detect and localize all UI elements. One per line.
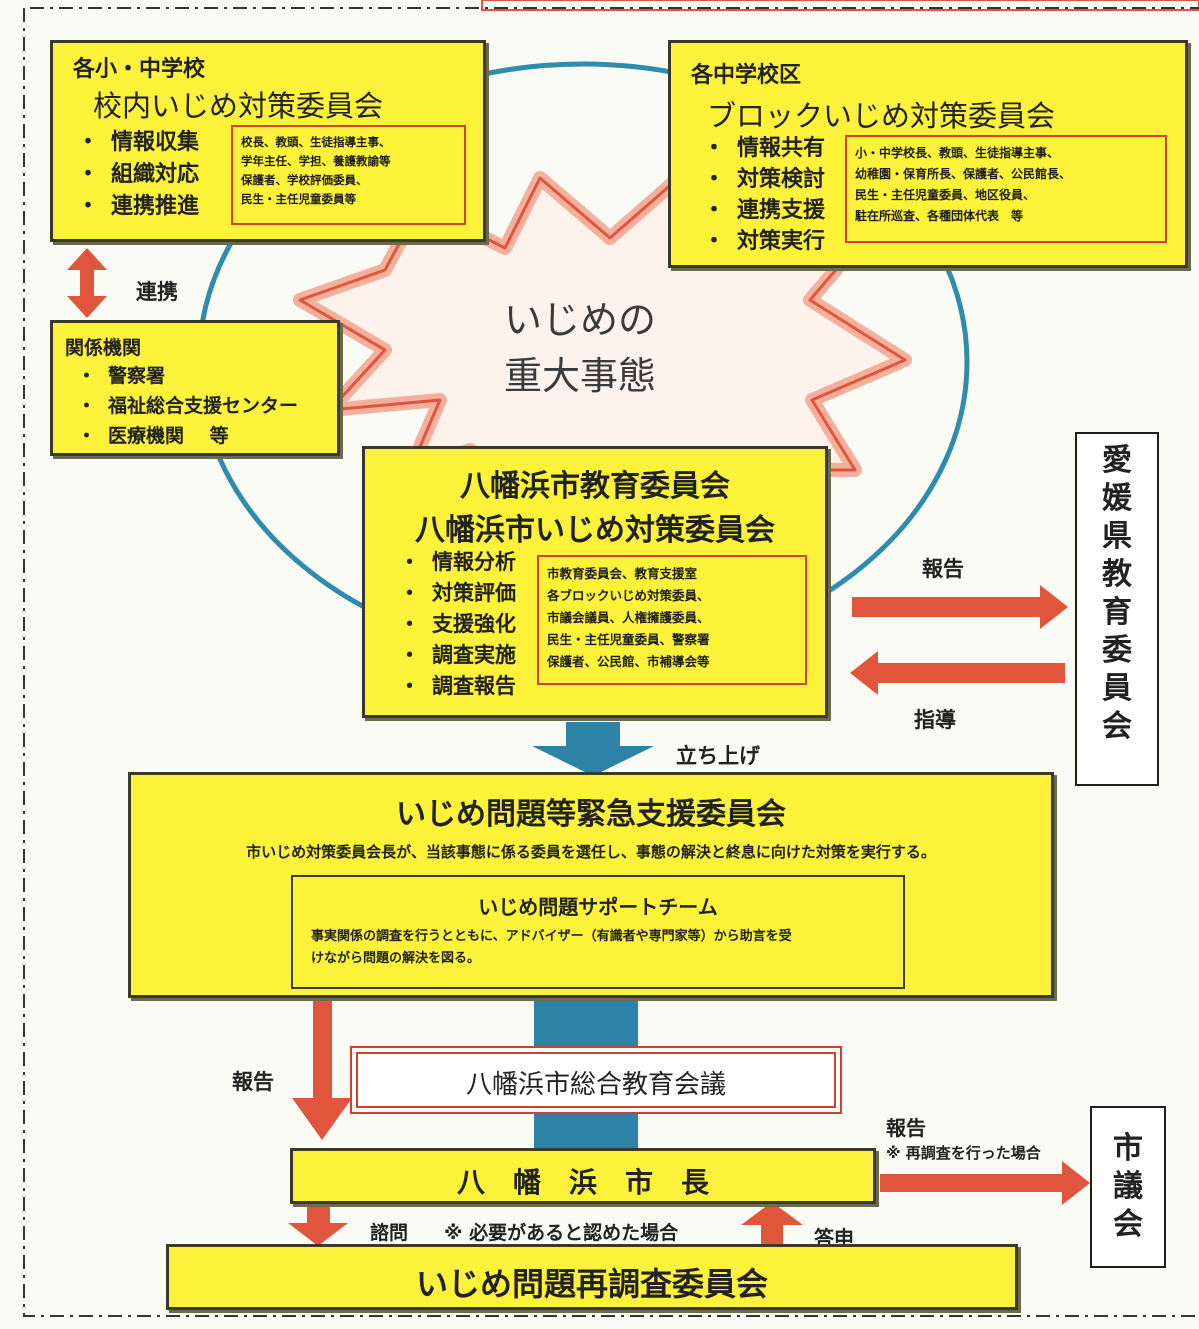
block-header: 各中学校区 [691,63,802,88]
report-arrow-right [852,585,1068,629]
school-header: 各小・中学校 [73,57,206,82]
city-task: 支援強化 [399,609,516,640]
mayor-label: 八 幡 浜 市 長 [456,1166,709,1199]
school-members-box: 校長、教頭、生徒指導主事、 学年主任、学担、養護教諭等 保護者、学校評価委員、 … [231,125,466,225]
school-committee-box: 各小・中学校 校内いじめ対策委員会 情報収集 組織対応 連携推進 校長、教頭、生… [50,40,486,242]
mayor-box: 八 幡 浜 市 長 [290,1148,876,1204]
agencies-list: 警察署 福祉総合支援センター 医療機関 等 [77,361,298,451]
consult-note: ※ 必要があると認めた場合 [444,1222,679,1244]
crisis-text-line2: 重大事態 [503,354,656,398]
general-education-council-box: 八幡浜市総合教育会議 [350,1046,842,1114]
launch-arrow-down [532,722,654,776]
council-report-label: 報告 [886,1116,926,1140]
city-council-label: 市議会 [1113,1131,1143,1242]
school-committee-title: 校内いじめ対策委員会 [93,89,384,123]
emergency-title: いじめ問題等緊急支援委員会 [396,797,786,832]
support-team-desc-line1: 事実関係の調査を行うとともに、アドバイザー（有識者や専門家等）から助言を受 [311,929,792,944]
city-council-box: 市議会 [1090,1106,1166,1268]
answer-arrow-up [741,1202,803,1250]
launch-label: 立ち上げ [676,744,760,768]
dashed-frame [23,7,1199,1317]
school-task: 情報収集 [77,127,199,159]
related-agencies-box: 関係機関 警察署 福祉総合支援センター 医療機関 等 [50,320,340,456]
block-task: 対策検討 [703,164,825,195]
city-members-box: 市教育委員会、教育支援室 各ブロックいじめ対策委員、 市議会議員、人権擁護委員、… [537,555,807,685]
support-team-desc-line2: けながら問題の解決を図る。 [311,951,481,966]
block-task: 対策実行 [703,226,825,257]
city-committee-title: 八幡浜市いじめ対策委員会 [415,513,775,548]
reinvestigation-title: いじめ問題再調査委員会 [415,1265,768,1303]
report-label: 報告 [922,557,964,581]
city-task: 調査報告 [399,671,516,702]
block-committee-box: 各中学校区 ブロックいじめ対策委員会 情報共有 対策検討 連携支援 対策実行 小… [668,40,1188,268]
liaison-double-arrow [67,248,107,318]
prefecture-board-box: 愛媛県教育委員会 [1075,432,1159,786]
city-board-box: 八幡浜市教育委員会 八幡浜市いじめ対策委員会 情報分析 対策評価 支援強化 調査… [362,446,828,718]
agency-item: 福祉総合支援センター [77,391,298,421]
city-board-title: 八幡浜市教育委員会 [460,469,730,504]
crisis-text: いじめの 重大事態 [470,292,690,404]
block-members-box: 小・中学校長、教頭、生徒指導主事、 幼稚園・保育所長、保護者、公民館長、 民生・… [845,135,1167,243]
city-task: 調査実施 [399,640,516,671]
prefecture-board-label: 愛媛県教育委員会 [1102,443,1132,744]
school-task: 組織対応 [77,159,199,191]
block-committee-title: ブロックいじめ対策委員会 [707,99,1056,133]
consult-arrow-down [288,1203,348,1246]
general-council-label: 八幡浜市総合教育会議 [465,1070,726,1100]
block-task: 情報共有 [703,133,825,164]
city-task-list: 情報分析 対策評価 支援強化 調査実施 調査報告 [399,547,516,702]
agency-item: 警察署 [77,361,298,391]
school-task: 連携推進 [77,191,199,223]
reinvestigation-committee-box: いじめ問題再調査委員会 [166,1244,1018,1310]
block-task: 連携支援 [703,195,825,226]
agency-item: 医療機関 等 [77,421,298,451]
emergency-description: 市いじめ対策委員会長が、当該事態に係る委員を選任し、事態の解決と終息に向けた対策… [246,843,936,861]
liaison-label: 連携 [136,280,178,304]
report-arrow-down [292,1000,352,1140]
top-decoration [481,0,1199,11]
city-task: 情報分析 [399,547,516,578]
report-left-label: 報告 [232,1070,274,1094]
city-task: 対策評価 [399,578,516,609]
general-council-inner-frame [356,1052,836,1108]
support-team-title: いじめ問題サポートチーム [478,895,718,919]
support-team-box: いじめ問題サポートチーム 事実関係の調査を行うとともに、アドバイザー（有識者や専… [291,875,905,989]
guidance-arrow-left [850,651,1065,695]
block-task-list: 情報共有 対策検討 連携支援 対策実行 [703,133,825,257]
crisis-text-line1: いじめの [503,298,656,342]
council-report-arrow [880,1161,1090,1205]
school-task-list: 情報収集 組織対応 連携推進 [77,127,199,223]
consult-label: 諮問 [370,1222,409,1244]
guidance-label: 指導 [914,708,956,732]
agencies-header: 関係機関 [65,337,142,359]
emergency-committee-box: いじめ問題等緊急支援委員会 市いじめ対策委員会長が、当該事態に係る委員を選任し、… [128,772,1054,998]
council-report-note: ※ 再調査を行った場合 [886,1144,1041,1162]
